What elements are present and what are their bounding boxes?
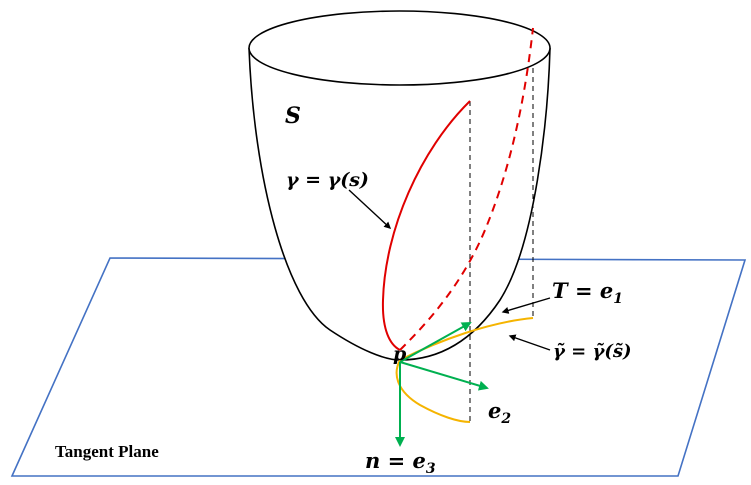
vector-T-e1 xyxy=(399,322,472,363)
pointer-projection xyxy=(508,334,551,351)
pointer-T xyxy=(501,297,551,314)
label-normal: n = e3 xyxy=(365,448,436,477)
label-projected-curve: γ̃ = γ̃(s̃) xyxy=(553,341,632,362)
surface-rim xyxy=(248,10,551,86)
label-plane: Tangent Plane xyxy=(55,442,159,461)
vector-e2 xyxy=(399,361,489,391)
label-curve: γ = γ(s) xyxy=(286,169,369,191)
label-tangent: T = e1 xyxy=(552,278,623,307)
surface-body xyxy=(249,48,550,360)
label-point: p xyxy=(393,343,407,365)
curve-projection xyxy=(395,317,534,423)
pointer-gamma xyxy=(348,189,392,229)
label-e2: e2 xyxy=(488,398,511,427)
curve-gamma xyxy=(381,100,471,351)
curve-gamma-hidden xyxy=(399,27,534,351)
label-surface: S xyxy=(285,103,301,129)
